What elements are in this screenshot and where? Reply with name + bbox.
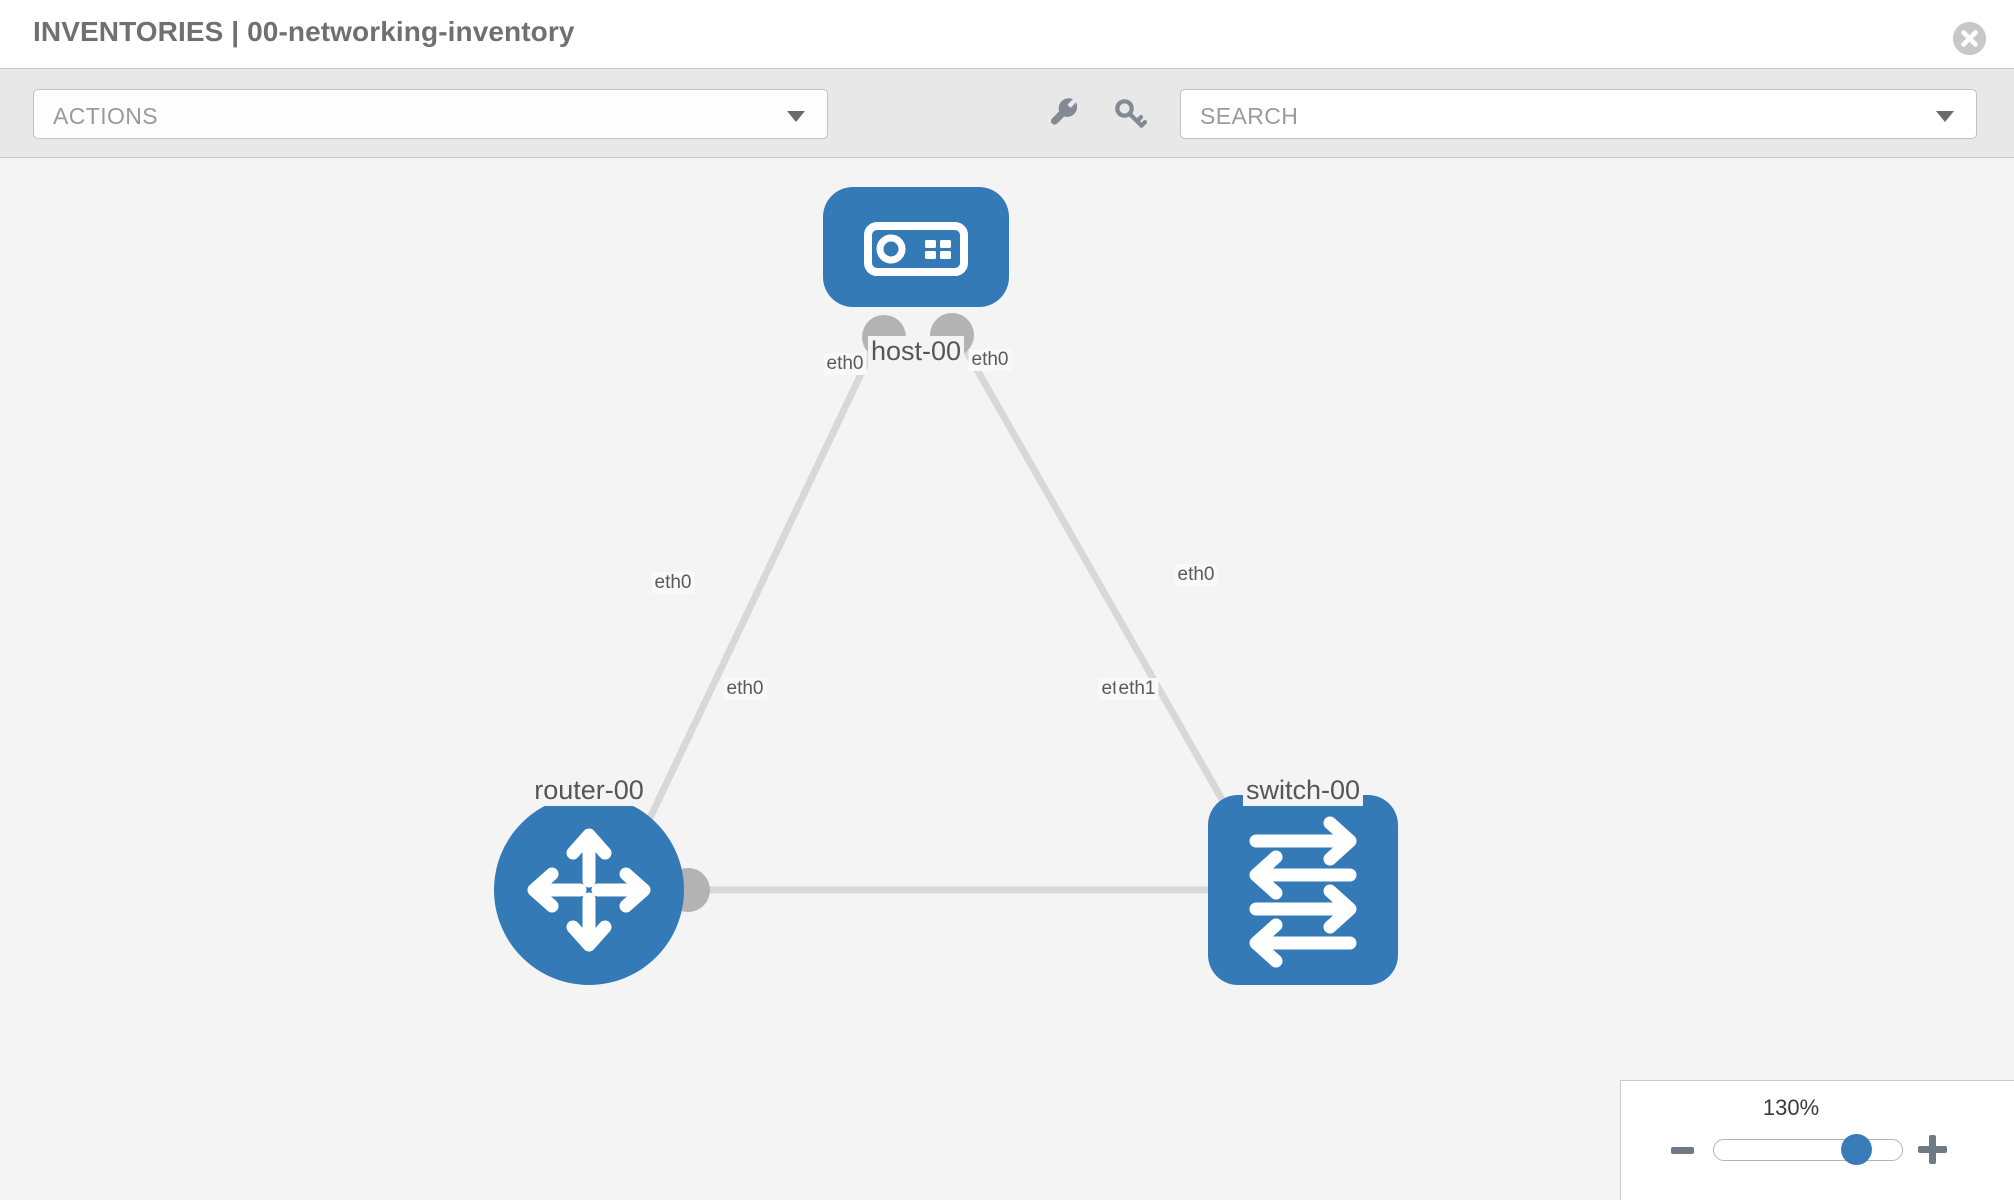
topology-canvas[interactable]: host-00 router-00 switch-00 eth0 eth0 et… [0,159,2014,1200]
zoom-slider-thumb[interactable] [1841,1134,1872,1165]
chevron-down-icon [787,111,805,122]
edge-label-router-host-port: eth0 [651,572,695,594]
page-title: INVENTORIES | 00-networking-inventory [33,16,575,47]
topology-edges [636,329,1245,894]
edge-label-host-router-port: eth0 [823,353,867,375]
zoom-slider-row [1621,1131,2014,1171]
topology-connectors [666,313,1265,914]
wrench-icon[interactable] [1046,95,1084,133]
search-input[interactable]: SEARCH [1180,89,1977,139]
zoom-level-value: 130% [1762,1095,1820,1120]
actions-dropdown-label: ACTIONS [53,103,159,129]
topology-graph [494,187,1398,985]
chevron-down-icon[interactable] [1936,111,1954,122]
zoom-out-button[interactable] [1671,1147,1694,1154]
node-router-00 [494,795,684,985]
edge-label-host-switch-port: eth0 [968,349,1012,371]
node-switch-00 [1208,795,1398,985]
actions-dropdown[interactable]: ACTIONS [33,89,828,139]
toolbar: ACTIONS SEARCH [0,68,2014,158]
zoom-in-button[interactable] [1918,1135,1947,1164]
close-icon[interactable] [1953,22,1986,55]
edge-host-switch [951,329,1244,833]
search-placeholder: SEARCH [1200,103,1299,129]
edge-label-router-switch-port: eth0 [723,678,767,700]
zoom-slider-track[interactable] [1713,1139,1903,1161]
edge-label-switch-router-port: eth1 [1115,678,1159,700]
node-label-router-00: router-00 [531,775,647,806]
node-label-host-00: host-00 [867,336,965,367]
page-header: INVENTORIES | 00-networking-inventory [0,0,2014,68]
zoom-control-panel: 130% [1620,1080,2014,1200]
node-host-00 [823,187,1009,307]
edge-host-router [636,332,884,841]
node-label-switch-00: switch-00 [1242,775,1364,806]
key-icon[interactable] [1110,95,1148,133]
edge-label-switch-host-port: eth0 [1174,564,1218,586]
